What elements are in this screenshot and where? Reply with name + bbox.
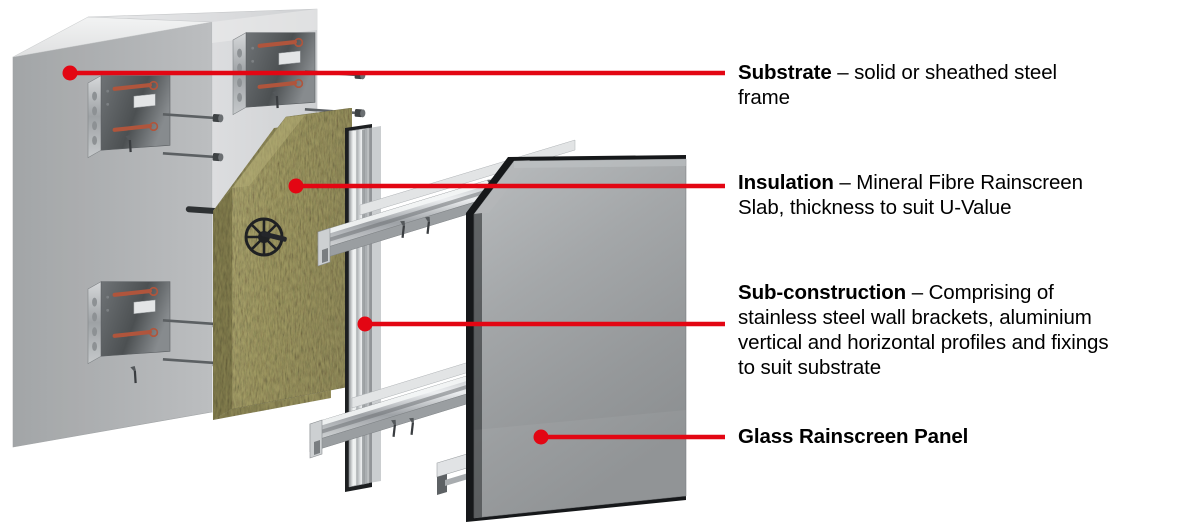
callout-sub-construction-lead: Sub-construction xyxy=(738,281,907,304)
callout-sub-construction-line1: Sub-construction – Comprising of xyxy=(738,280,1200,305)
callout-insulation: Insulation – Mineral Fibre Rainscreen Sl… xyxy=(738,170,1193,220)
callout-substrate-line2: frame xyxy=(738,86,790,109)
callout-sub-construction-rest: – Comprising of xyxy=(906,281,1054,304)
callout-sub-construction-line2: stainless steel wall brackets, aluminium xyxy=(738,306,1092,329)
callout-insulation-rest: – Mineral Fibre Rainscreen xyxy=(833,171,1083,194)
callout-glass-rainscreen-panel-lead: Glass Rainscreen Panel xyxy=(738,425,969,448)
insulation-disc-washer-fixing xyxy=(244,217,287,257)
callout-substrate-lead: Substrate xyxy=(738,61,832,84)
callout-sub-construction-line3: vertical and horizontal profiles and fix… xyxy=(738,331,1109,354)
callout-substrate-rest: – solid or sheathed steel xyxy=(831,61,1057,84)
leader-dot-insulation xyxy=(288,178,304,194)
glass-rainscreen-panel xyxy=(466,155,687,522)
leader-dot-substrate xyxy=(62,65,78,81)
wall-bracket-upper-left xyxy=(87,74,171,159)
wall-bracket-lower-left xyxy=(87,280,171,365)
leader-dot-glass-rainscreen-panel xyxy=(533,429,549,445)
leader-dot-sub-construction xyxy=(357,316,373,332)
callout-substrate-line1: Substrate – solid or sheathed steel xyxy=(738,60,1188,85)
callout-insulation-line1: Insulation – Mineral Fibre Rainscreen xyxy=(738,170,1193,195)
callout-sub-construction-line4: to suit substrate xyxy=(738,356,882,379)
callout-glass-rainscreen-panel: Glass Rainscreen Panel xyxy=(738,424,1138,449)
mineral-fibre-insulation-slab xyxy=(213,107,353,420)
leader-lines-group xyxy=(62,65,725,445)
callout-glass-rainscreen-panel-line1: Glass Rainscreen Panel xyxy=(738,424,1138,449)
callout-sub-construction: Sub-construction – Comprising of stainle… xyxy=(738,280,1200,380)
callout-insulation-lead: Insulation xyxy=(738,171,834,194)
callout-insulation-line2: Slab, thickness to suit U-Value xyxy=(738,196,1012,219)
callout-substrate: Substrate – solid or sheathed steel fram… xyxy=(738,60,1188,110)
